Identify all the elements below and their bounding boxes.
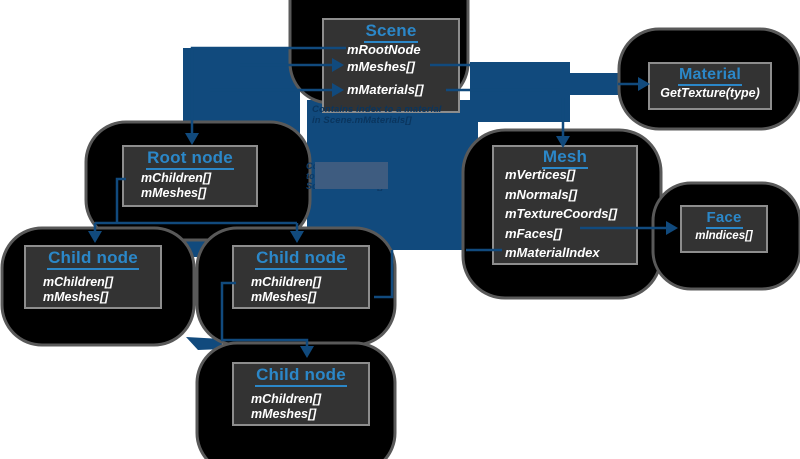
scene-title-text: Scene — [364, 21, 418, 43]
mesh-field-mnormals: mNormals[] — [505, 186, 578, 202]
child-node-2-title-text: Child node — [255, 248, 347, 270]
material-annotation-line1: Contains index to a material — [312, 104, 442, 115]
face-title-text: Face — [705, 209, 743, 229]
material-node-box: Material GetTexture(type) — [648, 62, 772, 110]
mesh-field-mvertices: mVertices[] — [505, 167, 576, 182]
child-node-1-box: Child node mChildren[] mMeshes[] — [24, 245, 162, 309]
child1-field-mchildren: mChildren[] — [43, 275, 114, 289]
face-field-mindices: mIndices[] — [695, 230, 753, 242]
mesh-field-mmaterialindex: mMaterialIndex — [505, 245, 600, 260]
mesh-title-text: Mesh — [541, 147, 589, 169]
mesh-field-mfaces: mFaces[] — [505, 225, 563, 241]
root-field-mmeshes: mMeshes[] — [141, 186, 207, 200]
child-node-3-box: Child node mChildren[] mMeshes[] — [232, 362, 370, 426]
face-node-box: Face mIndices[] — [680, 205, 768, 253]
material-field-gettexture: GetTexture(type) — [660, 86, 760, 100]
blue-wedge-child — [186, 337, 222, 350]
scene-title: Scene — [324, 21, 458, 43]
child1-field-mmeshes: mMeshes[] — [43, 290, 109, 304]
face-title: Face — [682, 209, 766, 229]
child-node-1-title-text: Child node — [47, 248, 139, 270]
material-annotation: Contains index to a material in Scene.mM… — [312, 104, 482, 126]
child2-field-mmeshes: mMeshes[] — [251, 290, 317, 304]
mesh-field-mtexturecoords: mTextureCoords[] — [505, 206, 618, 221]
material-title-text: Material — [677, 66, 743, 86]
blue-right-block — [470, 62, 570, 122]
scene-field-mmaterials: mMaterials[] — [347, 82, 424, 97]
root-field-mchildren: mChildren[] — [141, 171, 212, 185]
blue-center-block — [307, 100, 478, 250]
child-node-1-title: Child node — [26, 248, 160, 270]
material-title: Material — [650, 66, 770, 86]
root-node-box: Root node mChildren[] mMeshes[] — [122, 145, 258, 207]
scene-node-box: Scene mRootNode mMeshes[] mMaterials[] — [322, 18, 460, 113]
annotation-overlay-rect — [315, 162, 388, 189]
mesh-title: Mesh — [494, 147, 636, 169]
child2-field-mchildren: mChildren[] — [251, 275, 322, 289]
scene-field-mmeshes: mMeshes[] — [347, 59, 415, 74]
child-node-3-title: Child node — [234, 365, 368, 387]
root-node-title-text: Root node — [146, 148, 234, 170]
child3-field-mchildren: mChildren[] — [251, 392, 322, 406]
child-node-3-title-text: Child node — [255, 365, 347, 387]
scene-field-mrootnode: mRootNode — [347, 42, 421, 57]
root-node-title: Root node — [124, 148, 256, 170]
material-annotation-line2: in Scene.mMaterials[] — [312, 115, 412, 126]
child-node-2-box: Child node mChildren[] mMeshes[] — [232, 245, 370, 309]
child-node-2-title: Child node — [234, 248, 368, 270]
mesh-node-box: Mesh mVertices[] mNormals[] mTextureCoor… — [492, 145, 638, 265]
blue-material-bar — [570, 73, 622, 95]
child3-field-mmeshes: mMeshes[] — [251, 407, 317, 421]
